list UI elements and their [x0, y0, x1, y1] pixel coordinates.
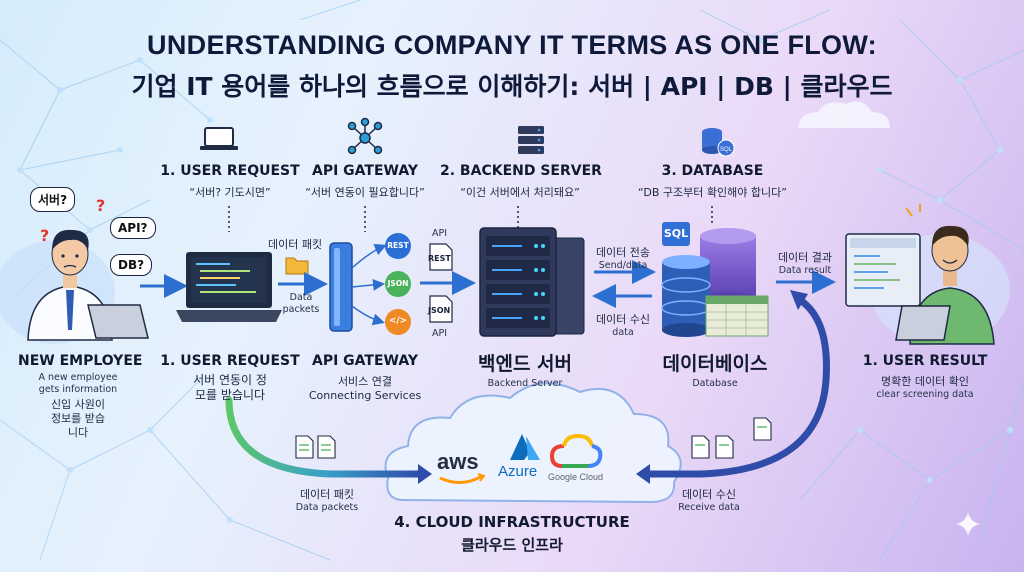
step-api-gateway: API GATEWAY “서버 연동이 필요합니다”: [290, 163, 440, 200]
title-korean: 기업 IT 용어를 하나의 흐름으로 이해하기: 서버 | API | DB |…: [131, 72, 893, 101]
doc-label-api-top: API: [432, 228, 448, 239]
sql-icon-label: SQL: [720, 147, 733, 153]
google-cloud-logo: Google Cloud: [548, 472, 604, 482]
question-mark-icon: ?: [40, 226, 50, 245]
cloud-infrastructure: [384, 382, 682, 504]
bubble-db: DB?: [110, 254, 153, 276]
cloud-left-label: 데이터 패킷 Data packets: [282, 486, 372, 513]
doc-label-json: JSON: [428, 306, 451, 315]
cloud-left-ko: 데이터 패킷: [299, 488, 355, 501]
api-gateway-bottom-ko: 서비스 연결: [337, 375, 393, 388]
result-label: 데이터 결과 Data result: [770, 249, 840, 276]
api-gateway-bottom-title: API GATEWAY: [312, 353, 418, 369]
step-backend-server-title: 2. BACKEND SERVER: [440, 163, 602, 179]
user-result-en: clear screening data: [876, 389, 974, 400]
title-block: UNDERSTANDING COMPANY IT TERMS AS ONE FL…: [0, 30, 1024, 103]
server-icon-top: [518, 126, 544, 154]
sql-badge: SQL: [663, 227, 689, 240]
backend-server-rack: [479, 227, 585, 337]
network-hub-icon: [347, 117, 383, 155]
json-badge: JSON: [387, 279, 409, 288]
step-user-request-title: 1. USER REQUEST: [160, 163, 300, 179]
step-user-request-quote: “서버? 기도시면”: [189, 186, 271, 199]
label-backend: 백엔드 서버 Backend Server: [465, 349, 585, 389]
receive-data-ko: 데이터 수신: [595, 313, 651, 326]
backend-ko: 백엔드 서버: [477, 353, 572, 375]
database-ko: 데이터베이스: [662, 353, 768, 375]
bubble-server: 서버?: [30, 187, 76, 212]
cloud-left-en: Data packets: [295, 502, 359, 513]
step-database-title: 3. DATABASE: [661, 163, 764, 179]
step-backend-server: 2. BACKEND SERVER “이건 서버에서 처리돼요”: [440, 163, 602, 200]
receive-data-en: data: [612, 327, 634, 338]
new-employee-ko: 신입 사원이 정보를 받습니다: [50, 398, 106, 439]
bubble-api: API?: [110, 217, 156, 239]
user-request-bottom-title: 1. USER REQUEST: [160, 353, 300, 369]
label-user-result: 1. USER RESULT 명확한 데이터 확인 clear screenin…: [855, 353, 995, 400]
send-data-label: 데이터 전송 Send/data: [590, 244, 656, 271]
rest-badge: REST: [387, 241, 409, 250]
azure-logo: Azure: [498, 463, 538, 480]
label-user-request: 1. USER REQUEST 서버 연동이 정모를 받습니다: [160, 353, 300, 403]
aws-logo: aws: [437, 449, 479, 474]
packet-label-en: Data packets: [282, 292, 320, 315]
result-label-ko: 데이터 결과: [777, 251, 833, 264]
database-en: Database: [692, 378, 738, 389]
folder-icon: [285, 257, 309, 275]
cloud-title-ko: 클라우드 인프라: [461, 536, 563, 554]
cloud-title: 4. CLOUD INFRASTRUCTURE: [394, 513, 630, 531]
cloud-title-block: 4. CLOUD INFRASTRUCTURE 클라우드 인프라: [362, 513, 662, 555]
cloud-right-ko: 데이터 수신: [681, 488, 737, 501]
doc-label-api-bottom: API: [432, 328, 448, 339]
step-user-request: 1. USER REQUEST “서버? 기도시면”: [150, 163, 310, 200]
label-new-employee: NEW EMPLOYEE A new employee gets informa…: [18, 353, 143, 440]
step-database-quote: “DB 구조부터 확인해야 합니다”: [638, 186, 787, 199]
label-api-gateway: API GATEWAY 서비스 연결 Connecting Services: [300, 353, 430, 402]
doc-label-rest: REST: [428, 254, 451, 263]
cloud-right-en: Receive data: [678, 502, 740, 513]
result-user-illustration: [845, 204, 1010, 346]
user-result-ko: 명확한 데이터 확인: [881, 375, 969, 388]
send-data-en: Send/data: [598, 260, 648, 271]
new-employee-illustration: [0, 229, 149, 344]
result-label-en: Data result: [778, 265, 832, 276]
laptop-icon-top: [200, 127, 238, 150]
step-backend-server-quote: “이건 서버에서 처리돼요”: [460, 186, 580, 199]
step-api-gateway-quote: “서버 연동이 필요합니다”: [305, 186, 425, 199]
backend-en: Backend Server: [487, 378, 563, 389]
database-icon-top: SQL: [702, 128, 735, 157]
label-database: 데이터베이스 Database: [650, 349, 780, 389]
user-result-title: 1. USER RESULT: [862, 353, 988, 369]
step-api-gateway-title: API GATEWAY: [312, 163, 418, 179]
code-badge: </>: [388, 316, 408, 326]
api-gateway-column: [329, 242, 353, 332]
user-request-bottom-ko: 서버 연동이 정모를 받습니다: [193, 373, 267, 402]
new-employee-title: NEW EMPLOYEE: [18, 353, 143, 369]
question-mark-icon: ?: [96, 196, 106, 215]
cloud-right-label: 데이터 수신 Receive data: [664, 486, 754, 513]
receive-data-label: 데이터 수신 data: [590, 311, 656, 338]
database-illustration: [661, 222, 769, 337]
step-database: 3. DATABASE “DB 구조부터 확인해야 합니다”: [620, 163, 805, 200]
new-employee-en: A new employee gets information: [38, 372, 118, 395]
api-gateway-bottom-en: Connecting Services: [308, 389, 422, 402]
send-data-ko: 데이터 전송: [595, 246, 651, 259]
title-english: UNDERSTANDING COMPANY IT TERMS AS ONE FL…: [147, 30, 877, 60]
packet-label-ko: 데이터 패킷: [268, 238, 323, 251]
laptop-code-illustration: [176, 252, 282, 322]
